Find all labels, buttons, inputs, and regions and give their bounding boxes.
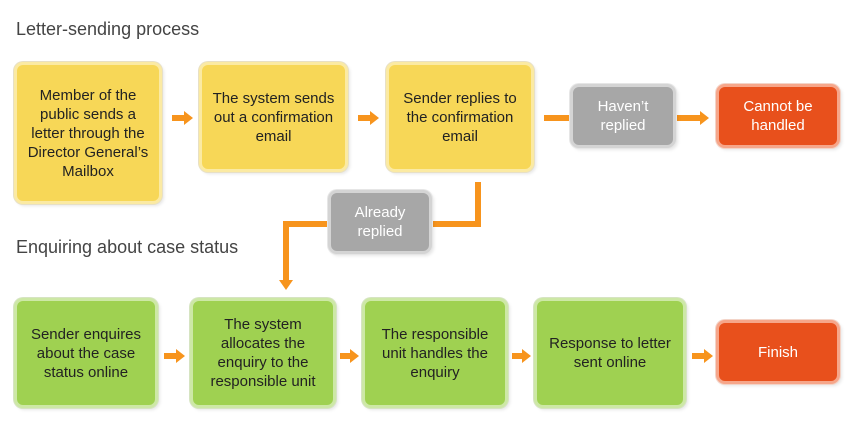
step-sender-replies: Sender replies to the confirmation email (386, 62, 534, 172)
connector-already-to-allocate (283, 221, 330, 280)
section-title-letter-sending: Letter-sending process (16, 19, 200, 39)
terminal-finish-label: Finish (757, 343, 798, 361)
step-confirmation-email: The system sends out a confirmation emai… (199, 62, 348, 172)
terminal-cannot-handle: Cannot be handled (716, 84, 840, 148)
arrowhead (522, 349, 531, 363)
step-sender-enquires-label: Sender enquires about the case status on… (30, 325, 142, 381)
decision-already-replied: Already replied (328, 190, 432, 254)
terminal-finish: Finish (716, 320, 840, 384)
step-sender-enquires: Sender enquires about the case status on… (14, 298, 158, 408)
arrowhead (176, 349, 185, 363)
arrowhead (279, 280, 293, 290)
decision-not-replied-label: Haven’t replied (597, 98, 649, 134)
step-response-sent-label: Response to letter sent online (549, 335, 671, 371)
step-unit-handles: The responsible unit handles the enquiry (362, 298, 508, 408)
step-allocate-enquiry-label: The system allocates the enquiry to the … (210, 316, 316, 390)
section-title-enquiry: Enquiring about case status (16, 237, 239, 257)
arrowhead (704, 349, 713, 363)
step-confirmation-email-label: The system sends out a confirmation emai… (212, 89, 335, 145)
arrowhead (370, 111, 379, 125)
arrowhead (184, 111, 193, 125)
arrowhead (700, 111, 709, 125)
step-send-letter: Member of the public sends a letter thro… (14, 62, 162, 204)
arrowhead (350, 349, 359, 363)
step-response-sent: Response to letter sent online (534, 298, 686, 408)
connector-reply-to-already (430, 182, 481, 227)
step-send-letter-label: Member of the public sends a letter thro… (27, 86, 149, 180)
decision-already-replied-label: Already replied (354, 204, 406, 240)
terminal-cannot-handle-label: Cannot be handled (743, 98, 813, 134)
step-sender-replies-label: Sender replies to the confirmation email (403, 89, 517, 145)
step-allocate-enquiry: The system allocates the enquiry to the … (190, 298, 336, 408)
step-unit-handles-label: The responsible unit handles the enquiry (381, 325, 489, 381)
decision-not-replied: Haven’t replied (570, 84, 676, 148)
